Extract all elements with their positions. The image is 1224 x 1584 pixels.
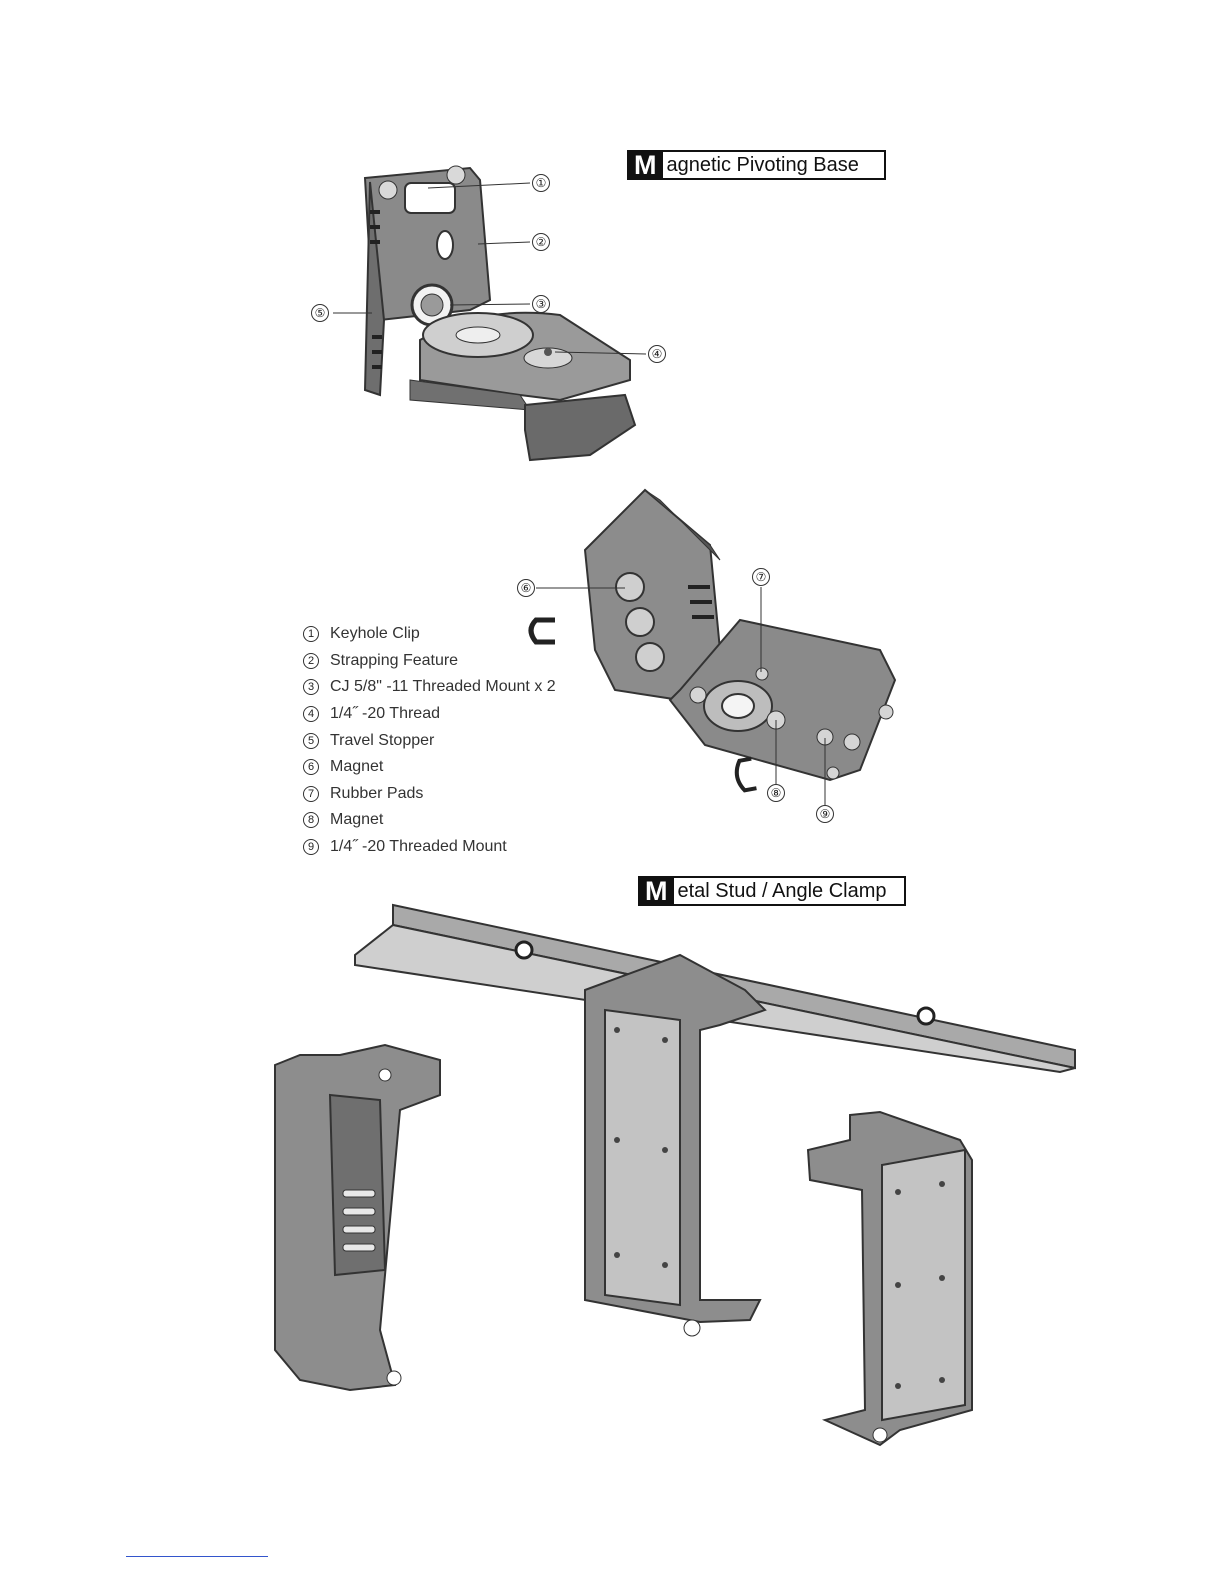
legend-item: 6 Magnet (303, 754, 556, 781)
legend-number: 4 (303, 706, 319, 722)
legend-item: 1 Keyhole Clip (303, 621, 556, 648)
legend-item: 9 1/4˝ -20 Threaded Mount (303, 834, 556, 861)
pivoting-base-front-illustration (365, 166, 635, 460)
callout-7: ⑦ (752, 568, 770, 586)
legend-number: 3 (303, 679, 319, 695)
legend-label: Rubber Pads (330, 785, 423, 803)
callout-8: ⑧ (767, 784, 785, 802)
callout-9: ⑨ (816, 805, 834, 823)
callout-3: ③ (532, 295, 550, 313)
callout-2: ② (532, 233, 550, 251)
legend-item: 4 1/4˝ -20 Thread (303, 701, 556, 728)
pivoting-base-back-illustration (531, 490, 895, 791)
legend-label: Strapping Feature (330, 652, 458, 670)
callout-5: ⑤ (311, 304, 329, 322)
legend-label: CJ 5/8" -11 Threaded Mount x 2 (330, 678, 556, 696)
legend-number: 5 (303, 733, 319, 749)
clamp-center-illustration (585, 955, 765, 1336)
legend-item: 3 CJ 5/8" -11 Threaded Mount x 2 (303, 674, 556, 701)
legend-number: 7 (303, 786, 319, 802)
legend-label: 1/4˝ -20 Threaded Mount (330, 838, 507, 856)
legend-number: 1 (303, 626, 319, 642)
parts-legend: 1 Keyhole Clip 2 Strapping Feature 3 CJ 5/8… (303, 621, 556, 860)
legend-item: 5 Travel Stopper (303, 727, 556, 754)
legend-item: 8 Magnet (303, 807, 556, 834)
legend-item: 7 Rubber Pads (303, 781, 556, 808)
callout-6: ⑥ (517, 579, 535, 597)
callout-1: ① (532, 174, 550, 192)
legend-number: 6 (303, 759, 319, 775)
legend-label: Magnet (330, 811, 383, 829)
legend-number: 9 (303, 839, 319, 855)
clamp-right-illustration (808, 1112, 972, 1445)
footer-rule (126, 1556, 268, 1557)
clamp-left-illustration (275, 1045, 440, 1390)
legend-item: 2 Strapping Feature (303, 648, 556, 675)
legend-label: 1/4˝ -20 Thread (330, 705, 440, 723)
callout-4: ④ (648, 345, 666, 363)
legend-number: 2 (303, 653, 319, 669)
legend-label: Travel Stopper (330, 732, 434, 750)
legend-label: Magnet (330, 758, 383, 776)
legend-label: Keyhole Clip (330, 625, 420, 643)
legend-number: 8 (303, 812, 319, 828)
